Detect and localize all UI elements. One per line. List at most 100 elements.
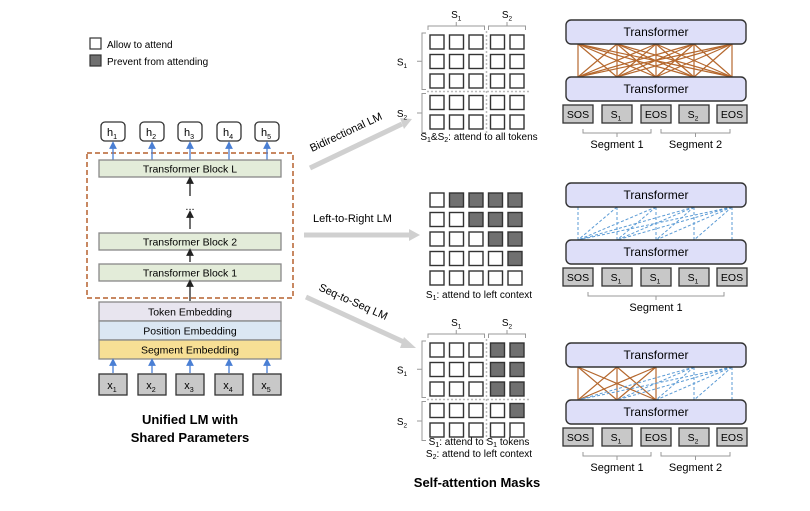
left-to-right-label: Left-to-Right LM [313,213,392,225]
mask-cell-blocked [489,381,506,397]
mask-cell-blocked [487,192,504,208]
mask-cell-allowed [448,381,465,397]
column-bracket [427,330,485,338]
segment-token-label: S2 [688,432,699,446]
mask-cell-blocked [509,361,525,378]
segment-token-box [716,104,748,124]
transformer-block-label: Transformer Block 2 [143,237,237,249]
column-segment-label: S1 [451,318,462,331]
attention-line-causal [577,206,657,241]
mask-cell-allowed [429,361,445,378]
mask-cell-allowed [429,53,445,70]
segment-token-label: SOS [567,272,589,284]
input-token-label: x3 [184,380,194,394]
mask-cell-allowed [468,114,484,130]
mask-cell-allowed [468,73,484,89]
mask-cell-allowed [487,250,504,267]
mask-cell-blocked [507,250,523,267]
mask-cell-allowed [429,270,445,286]
mask-cell-blocked [507,211,523,228]
attention-line-bidirectional [655,43,733,78]
input-token-box [175,373,205,396]
column-segment-label: S2 [502,318,513,331]
input-token-label: x2 [146,380,156,394]
transformer-label: Transformer [624,25,689,39]
segment-token-box [716,267,748,287]
output-token-box [139,121,165,142]
transformer-box [565,76,747,102]
masks-caption: Self-attention Masks [414,475,540,490]
attention-line-bidirectional [693,43,733,78]
row-bracket [417,93,426,133]
segment-token-box [562,427,594,447]
mask-cell-allowed [468,402,484,419]
segment-label: Segment 2 [669,462,722,474]
attention-line-causal [577,206,695,241]
mask-cell-allowed [489,114,506,130]
segment-label: Segment 2 [669,139,722,151]
attention-line-causal [655,366,733,401]
attention-line-bidirectional [577,43,733,78]
column-bracket [488,22,526,30]
mask-cell-allowed [489,94,506,111]
mask-ltr-desc: S1: attend to left context [426,290,532,302]
segment-token-label: EOS [721,272,743,284]
segment-bracket [582,129,652,137]
mask-cell-allowed [429,422,445,438]
input-token-label: x5 [261,380,271,394]
segment-token-label: SOS [567,432,589,444]
mask-cell-allowed [509,114,525,130]
transformer-box [565,19,747,45]
segment-token-label: S1 [650,272,661,286]
mask-cell-allowed [429,73,445,89]
attention-line-bidirectional [577,366,618,401]
input-token-label: x4 [223,380,233,394]
input-token-box [214,373,244,396]
segment-token-box [678,104,710,124]
mask-cell-blocked [507,192,523,208]
mask-cell-blocked [487,231,504,247]
left-caption-line2: Shared Parameters [131,430,250,445]
mask-cell-allowed [429,402,445,419]
mask-cell-allowed [429,250,445,267]
mask-cell-allowed [429,94,445,111]
attention-line-causal [693,206,733,241]
attention-line-causal [577,366,695,401]
left-caption-line1: Unified LM with [142,412,238,427]
attention-line-causal [616,206,657,241]
input-token-box [98,373,128,396]
mask-cell-blocked [448,192,465,208]
output-token-label: h4 [223,127,233,141]
column-bracket [427,22,485,30]
mask-cell-allowed [489,422,506,438]
mask-cell-blocked [509,342,525,358]
row-segment-label: S2 [397,109,408,122]
attention-line-bidirectional [616,366,657,401]
transformer-box [565,342,747,368]
mask-cell-allowed [448,73,465,89]
output-token-box [216,121,242,142]
legend-allow-swatch [89,37,102,50]
output-token-box [254,121,280,142]
segment-bracket [587,292,725,300]
mask-cell-allowed [429,231,445,247]
mask-cell-allowed [448,342,465,358]
mask-cell-allowed [489,53,506,70]
mask-cell-allowed [448,34,465,50]
attention-line-bidirectional [616,43,733,78]
mask-cell-allowed [468,34,484,50]
attention-line-bidirectional [577,43,657,78]
row-bracket [417,340,426,398]
mask-cell-allowed [468,53,484,70]
attention-line-causal [655,206,733,241]
mask-cell-allowed [489,402,506,419]
input-token-box [252,373,282,396]
segment-token-box [562,267,594,287]
